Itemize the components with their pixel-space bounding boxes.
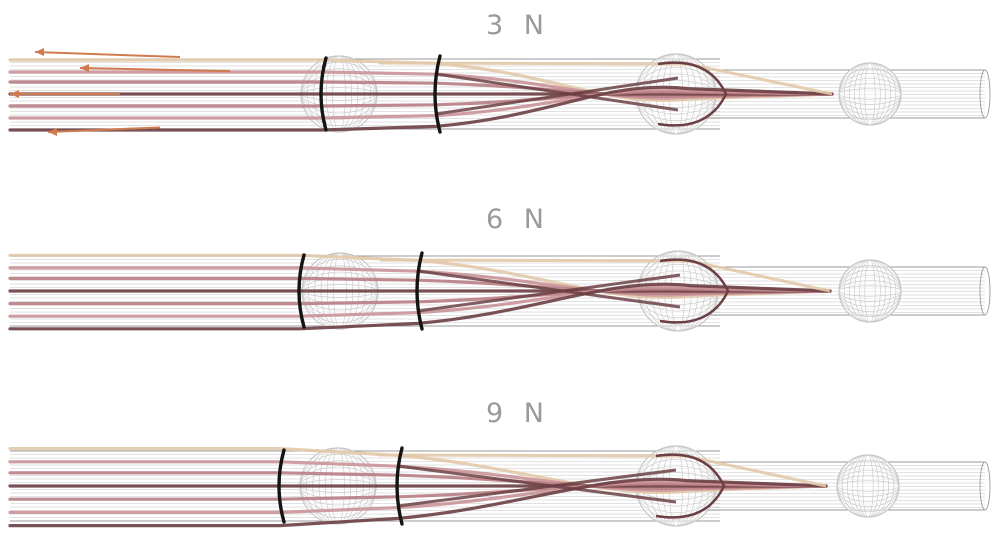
panel-3n: 3 N (10, 10, 990, 136)
sphere-outline (839, 63, 901, 125)
arrow-head (10, 90, 19, 98)
panel-title: 3 N (486, 10, 550, 41)
wire-sphere (839, 260, 901, 322)
panel-9n: 9 N (10, 398, 990, 526)
panel-6n: 6 N (10, 204, 990, 331)
sphere-outline (837, 455, 899, 517)
panel-title: 6 N (486, 204, 550, 235)
sphere-outline (839, 260, 901, 322)
arrow-head (35, 48, 44, 56)
wire-sphere (837, 455, 899, 517)
wire-sphere (839, 63, 901, 125)
panel-title: 9 N (486, 398, 550, 429)
force-arrow (35, 52, 180, 57)
